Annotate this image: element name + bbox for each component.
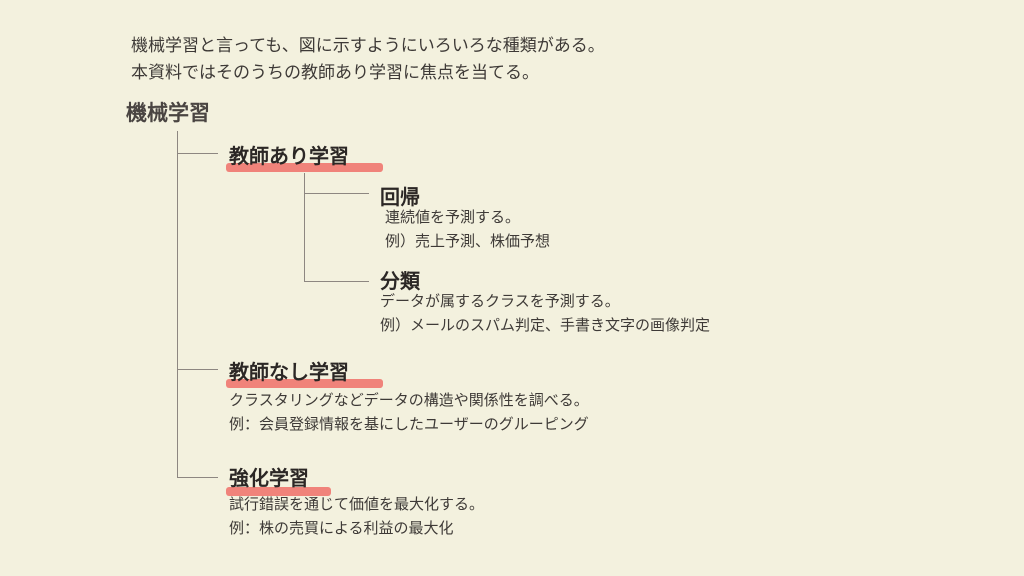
- unsupervised-description: クラスタリングなどデータの構造や関係性を調べる。 例：会員登録情報を基にしたユー…: [229, 388, 589, 436]
- branch-line-reinforcement: [177, 477, 218, 478]
- regression-description: 連続値を予測する。 例）売上予測、株価予想: [385, 205, 550, 253]
- reinforcement-title: 強化学習: [229, 466, 309, 490]
- unsupervised-desc-line-2: 例：会員登録情報を基にしたユーザーのグルーピング: [229, 415, 589, 433]
- root-node-title: 機械学習: [126, 101, 210, 125]
- regression-desc-line-1: 連続値を予測する。: [385, 208, 521, 226]
- reinforcement-highlight: [226, 487, 331, 496]
- regression-desc-line-2: 例）売上予測、株価予想: [385, 232, 551, 250]
- main-trunk-line: [177, 131, 178, 478]
- reinforcement-desc-line-2: 例：株の売買による利益の最大化: [229, 519, 454, 537]
- reinforcement-description: 試行錯誤を通じて価値を最大化する。 例：株の売買による利益の最大化: [229, 492, 484, 540]
- intro-line-1: 機械学習と言っても、図に示すようにいろいろな種類がある。: [131, 36, 605, 56]
- unsupervised-desc-line-1: クラスタリングなどデータの構造や関係性を調べる。: [229, 391, 589, 409]
- classification-title: 分類: [380, 269, 420, 293]
- branch-line-regression: [304, 193, 369, 194]
- supervised-title: 教師あり学習: [229, 144, 349, 168]
- sub-trunk-line: [304, 173, 305, 282]
- unsupervised-title: 教師なし学習: [229, 360, 349, 384]
- reinforcement-desc-line-1: 試行錯誤を通じて価値を最大化する。: [229, 495, 485, 513]
- intro-line-2: 本資料ではそのうちの教師あり学習に焦点を当てる。: [131, 63, 539, 83]
- classification-description: データが属するクラスを予測する。 例）メールのスパム判定、手書き文字の画像判定: [380, 289, 710, 337]
- branch-line-supervised: [177, 153, 218, 154]
- classification-desc-line-1: データが属するクラスを予測する。: [380, 292, 620, 310]
- supervised-highlight: [226, 163, 383, 172]
- branch-line-classification: [304, 281, 369, 282]
- intro-text: 機械学習と言っても、図に示すようにいろいろな種類がある。 本資料ではそのうちの教…: [131, 33, 605, 87]
- branch-line-unsupervised: [177, 369, 218, 370]
- unsupervised-highlight: [226, 379, 383, 388]
- regression-title: 回帰: [380, 185, 420, 209]
- classification-desc-line-2: 例）メールのスパム判定、手書き文字の画像判定: [380, 316, 711, 334]
